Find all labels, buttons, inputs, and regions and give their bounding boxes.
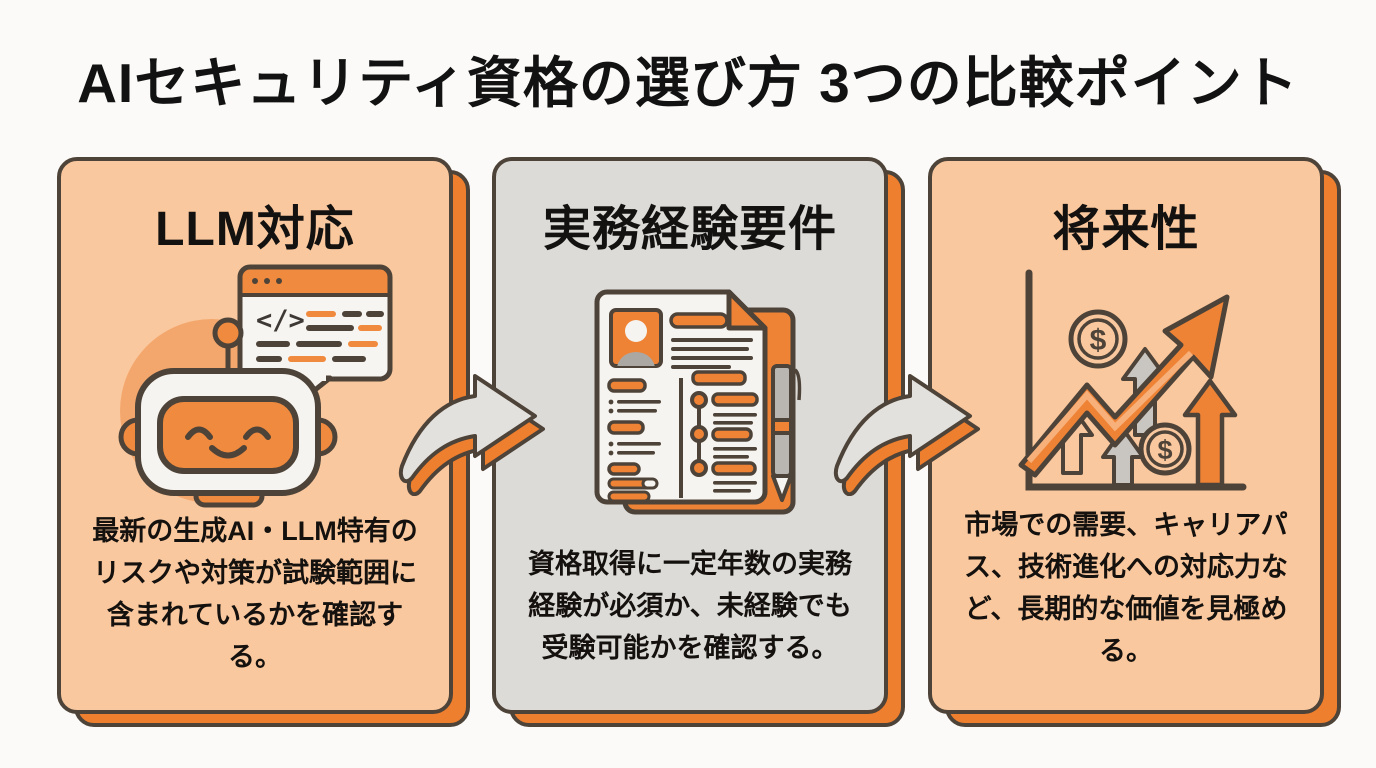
card-future-title: 将来性 — [1052, 203, 1200, 256]
dollar-coin-icon: $ — [1138, 422, 1192, 476]
card-llm-face: LLM対応 </> — [57, 157, 453, 714]
card-experience-face: 実務経験要件 — [492, 157, 888, 714]
flow-arrow-right-icon — [395, 366, 545, 496]
page-title: AIセキュリティ資格の選び方 3つの比較ポイント — [77, 52, 1299, 114]
card-future-description: 市場での需要、キャリアパス、技術進化への対応力など、長期的な価値を見極める。 — [964, 510, 1288, 666]
svg-text:$: $ — [1157, 435, 1172, 465]
svg-text:</>: </> — [256, 305, 305, 336]
flow-arrow-right-icon — [830, 366, 980, 496]
card-llm-title: LLM対応 — [155, 203, 355, 256]
card-experience-title: 実務経験要件 — [542, 203, 837, 256]
dollar-coin-icon: $ — [1068, 309, 1128, 369]
svg-text:$: $ — [1090, 324, 1107, 357]
card-llm: LLM対応 </> — [57, 157, 470, 727]
card-future-face: 将来性 $ — [928, 157, 1324, 714]
card-experience-description: 資格取得に一定年数の実務経験が必須か、未経験でも受験可能かを確認する。 — [528, 549, 852, 664]
resume-document-icon-svg — [594, 289, 802, 515]
growth-chart-icon-svg: $ $ — [1018, 269, 1247, 491]
card-future: 将来性 $ — [928, 157, 1341, 727]
robot-chat-icon-svg: </> — [118, 264, 393, 508]
growth-chart-icon: $ $ — [932, 259, 1320, 505]
card-experience: 実務経験要件 — [492, 157, 905, 727]
pen-icon — [771, 363, 802, 502]
card-llm-description: 最新の生成AI・LLM特有のリスクや対策が試験範囲に含まれているかを確認する。 — [92, 516, 418, 672]
robot-chat-icon: </> — [61, 259, 449, 511]
resume-document-icon — [496, 259, 884, 544]
